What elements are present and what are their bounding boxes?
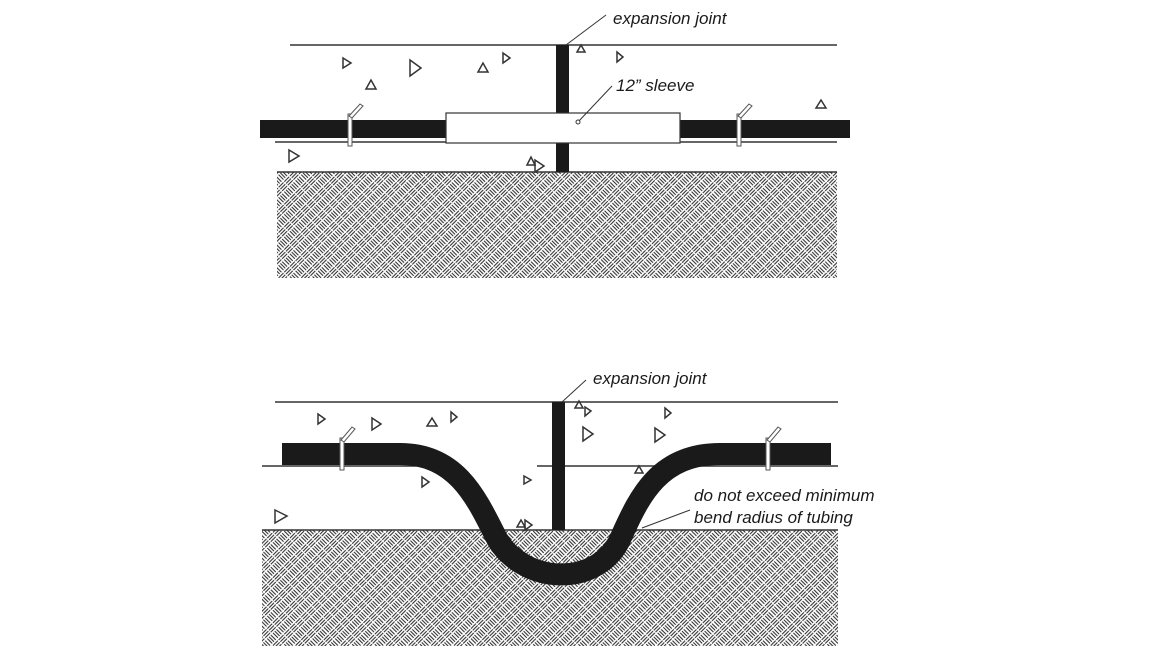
tie-icon	[347, 103, 753, 147]
aggregate-triangles	[274, 399, 673, 532]
sleeve	[445, 112, 681, 144]
leader-expansion-joint	[561, 379, 587, 403]
aggregate-triangles	[288, 43, 828, 174]
bend-note-line1: do not exceed minimum	[694, 486, 874, 505]
bend-note-line2: bend radius of tubing	[694, 508, 853, 527]
leader-bend	[641, 509, 691, 529]
expansion-joint-label: expansion joint	[593, 369, 708, 388]
tie-icon	[339, 426, 782, 471]
expansion-joint	[552, 402, 565, 530]
sleeve-diagram: expansion joint 12” sleeve	[260, 9, 850, 278]
leader-dot	[575, 119, 581, 125]
soil-hatch	[277, 172, 837, 278]
tube-right	[676, 120, 850, 138]
sleeve-label: 12” sleeve	[616, 76, 694, 95]
tube-left	[260, 120, 450, 138]
bend-diagram: expansion joint do not exceed minimum be…	[262, 369, 874, 646]
leader-sleeve	[577, 85, 613, 123]
leader-expansion-joint	[565, 14, 607, 46]
bent-tube	[282, 443, 831, 586]
expansion-joint	[556, 45, 569, 172]
expansion-joint-label: expansion joint	[613, 9, 728, 28]
soil-hatch	[262, 530, 838, 646]
tube-end-left	[288, 443, 290, 465]
